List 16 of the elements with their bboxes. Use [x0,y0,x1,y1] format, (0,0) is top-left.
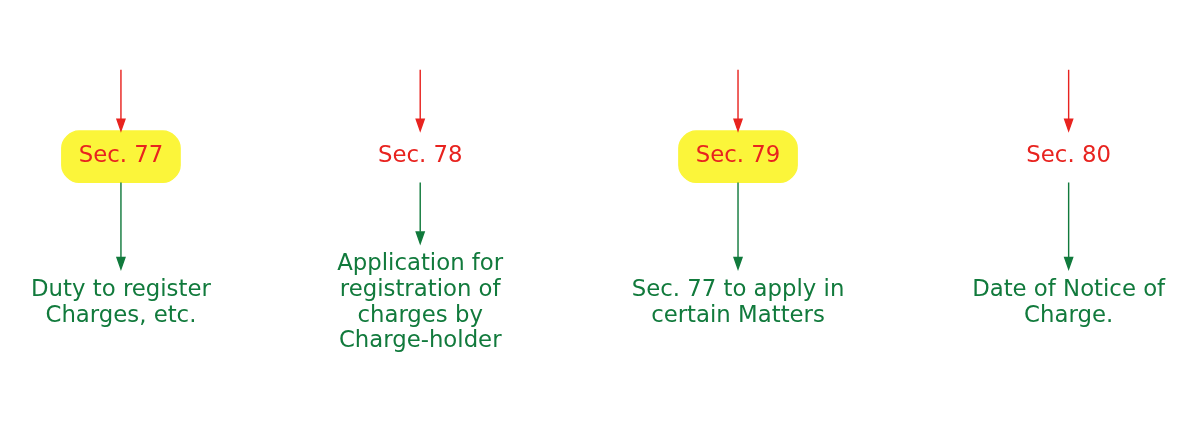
arrow [1063,181,1074,271]
node-box: Sec. 77 [61,129,181,183]
arrow [415,68,426,133]
node-text: Sec. 77 to apply in certain Matters [631,274,845,327]
node-text: Application for registration of charges by Charge-holder [337,248,504,352]
arrow [733,181,743,271]
node-text: Date of Notice of Charge. [972,274,1166,327]
node-text: Duty to register Charges, etc. [31,274,211,327]
arrow [415,181,426,245]
arrow [115,68,126,133]
node-text: Sec. 78 [377,140,463,167]
arrow [733,68,743,133]
node-text: Sec. 80 [1026,140,1111,167]
node-box: Sec. 79 [678,129,798,183]
arrow [1063,68,1074,133]
arrow [115,181,126,271]
